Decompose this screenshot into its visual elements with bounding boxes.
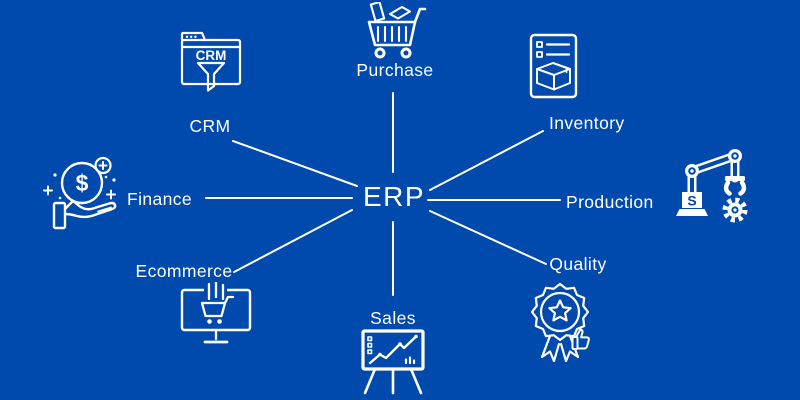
connector-line-quality [429, 210, 547, 265]
award-badge-thumbs-up-icon [530, 282, 590, 363]
production-label: Production [566, 192, 654, 212]
presentation-chart-icon [361, 329, 425, 395]
monitor-cart-icon [180, 282, 252, 344]
clipboard-box-icon [529, 33, 578, 99]
purchase-label: Purchase [356, 60, 434, 80]
svg-text:$: $ [76, 170, 89, 196]
quality-label: Quality [549, 254, 607, 274]
erp-center-label: ERP [362, 181, 426, 212]
ecommerce-label: Ecommerce [135, 261, 233, 281]
connector-line-crm [232, 140, 358, 187]
svg-text:S: S [687, 193, 696, 209]
sales-label: Sales [370, 308, 416, 328]
crm-browser-funnel-icon: CRM [180, 31, 242, 92]
connector-line-inventory [429, 130, 544, 191]
crm-label: CRM [189, 116, 231, 136]
robotic-arm-gear-icon: S [676, 149, 748, 223]
svg-text:CRM: CRM [196, 48, 227, 63]
finance-label: Finance [127, 189, 193, 209]
hand-coin-icon: $ [43, 156, 117, 230]
connector-line-ecommerce [233, 209, 353, 273]
shopping-cart-icon [367, 2, 427, 59]
inventory-label: Inventory [549, 113, 625, 133]
